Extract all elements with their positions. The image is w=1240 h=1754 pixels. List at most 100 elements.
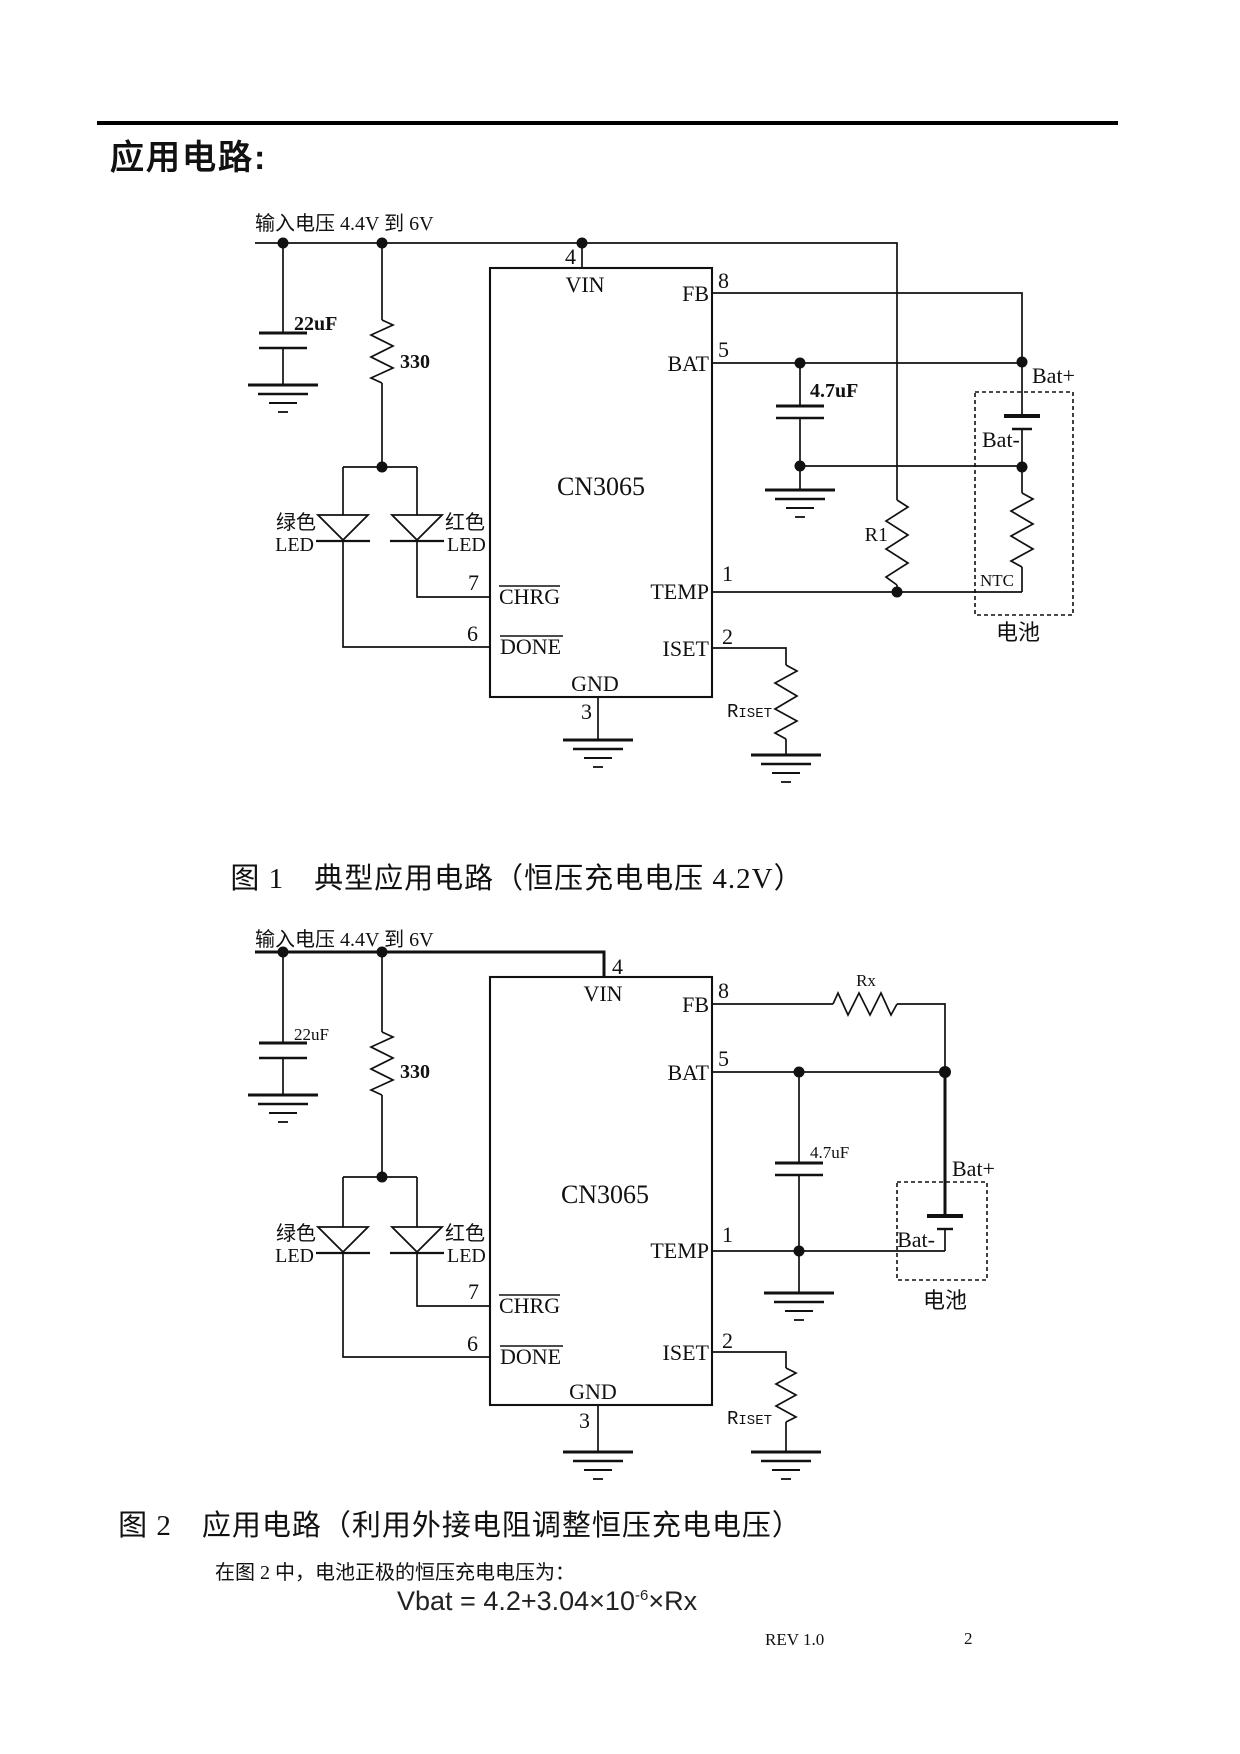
pin-number-vin: 4	[565, 244, 576, 269]
pin-label-gnd: GND	[569, 1379, 617, 1404]
capacitor-4.7uF	[776, 404, 824, 420]
pin-number-fb: 8	[718, 268, 729, 293]
fig2-junctions	[277, 946, 951, 1257]
chrg-net	[416, 1253, 490, 1307]
pin-label-temp: TEMP	[650, 1238, 709, 1263]
temp-net	[712, 1229, 946, 1252]
bat-minus-label: Bat-	[897, 1227, 935, 1252]
green-led	[315, 514, 371, 543]
figure1-caption: 图 1 典型应用电路（恒压充电电压 4.2V）	[230, 863, 804, 895]
pin-number-temp: 1	[722, 1222, 733, 1247]
green-led-label-en: LED	[275, 534, 314, 556]
capacitor-22uF	[259, 331, 307, 350]
pin-label-done: DONE	[500, 1344, 561, 1369]
resistor-ntc	[1009, 492, 1035, 568]
pin-number-gnd: 3	[579, 1408, 590, 1433]
ground-gnd-pin	[561, 738, 635, 769]
battery-pack-outline	[896, 1181, 988, 1281]
green-led-label-cn: 绿色	[276, 511, 316, 534]
value-330: 330	[400, 351, 430, 373]
resistor-r1	[884, 499, 910, 586]
pin-label-fb: FB	[682, 281, 709, 306]
done-net	[342, 541, 490, 648]
fb-net	[712, 1003, 946, 1072]
value-4.7uF: 4.7uF	[810, 380, 858, 402]
footer-page-number: 2	[964, 1629, 973, 1648]
pin-label-done: DONE	[500, 634, 561, 659]
value-riset: RISET	[727, 701, 772, 723]
ic-body	[488, 975, 714, 1407]
red-led-label-en: LED	[447, 1245, 486, 1267]
fig2-wires	[255, 950, 947, 1452]
resistor-330	[368, 1031, 396, 1096]
capacitor-4.7uF	[775, 1161, 823, 1177]
pin-label-gnd: GND	[571, 671, 619, 696]
ic-body	[488, 266, 714, 699]
battery-box-label: 电池	[923, 1288, 967, 1313]
fig2-labels: 输入电压 4.4V 到 6V CN3065 4 VIN 8 FB 5 BAT 1…	[255, 928, 995, 1433]
resistor-riset	[774, 1367, 798, 1423]
battery-cell	[1004, 414, 1040, 431]
done-net	[342, 1253, 490, 1358]
pin-number-bat: 5	[718, 337, 729, 362]
ic-name: CN3065	[557, 472, 645, 501]
figure2-schematic: 输入电压 4.4V 到 6V CN3065 4 VIN 8 FB 5 BAT 1…	[246, 928, 995, 1481]
pin-number-chrg: 7	[468, 570, 479, 595]
input-rail	[255, 242, 898, 500]
fig1-labels: 输入电压 4.4V 到 6V CN3065 4 VIN 8 FB 5 BAT 1…	[255, 212, 1075, 724]
pin-number-fb: 8	[718, 978, 729, 1003]
bat-plus-label: Bat+	[1032, 363, 1075, 388]
value-r1: R1	[865, 524, 888, 546]
ground-bat-cap	[763, 488, 837, 519]
pin-number-iset: 2	[722, 1328, 733, 1353]
input-voltage-label: 输入电压 4.4V 到 6V	[255, 212, 434, 235]
header-rule	[97, 121, 1118, 125]
ground-input-cap	[246, 383, 320, 414]
fig1-wires	[255, 242, 1023, 755]
iset-net	[712, 647, 787, 755]
battery-box-label: 电池	[996, 620, 1040, 645]
footer-revision: REV 1.0	[765, 1630, 825, 1649]
ground-temp	[762, 1291, 836, 1322]
bat-plus-label: Bat+	[952, 1156, 995, 1181]
capacitor-22uF	[259, 1041, 307, 1060]
ground-riset	[749, 753, 823, 784]
ic-name: CN3065	[561, 1180, 649, 1209]
battery-pack-outline	[974, 391, 1074, 616]
red-led-label-cn: 红色	[445, 511, 485, 534]
page-title: 应用电路:	[110, 139, 268, 177]
pin-label-vin: VIN	[583, 981, 622, 1006]
fig1-junctions	[277, 237, 1028, 598]
pin-number-temp: 1	[722, 561, 733, 586]
red-led	[389, 1226, 445, 1255]
pin-number-bat: 5	[718, 1046, 729, 1071]
figure1-schematic: 输入电压 4.4V 到 6V CN3065 4 VIN 8 FB 5 BAT 1…	[246, 212, 1075, 784]
fig2-components	[246, 975, 988, 1481]
red-led-label-cn: 红色	[445, 1222, 485, 1245]
bat-minus-label: Bat-	[982, 427, 1020, 452]
pin-label-bat: BAT	[667, 351, 709, 376]
value-22uF: 22uF	[294, 1025, 329, 1044]
pin-number-vin: 4	[612, 954, 623, 979]
battery-cell	[927, 1214, 963, 1231]
resistor-330	[368, 319, 396, 384]
chrg-net	[416, 541, 490, 598]
pin-number-gnd: 3	[581, 699, 592, 724]
pin-label-fb: FB	[682, 992, 709, 1017]
formula-lhs: Vbat = 4.2+3.04×10	[397, 1586, 635, 1616]
figure2-note: 在图 2 中，电池正极的恒压充电电压为：	[215, 1562, 575, 1584]
pin-label-iset: ISET	[663, 1340, 710, 1365]
figure2-caption: 图 2 应用电路（利用外接电阻调整恒压充电电压）	[118, 1510, 802, 1542]
pin-number-done: 6	[467, 621, 478, 646]
pin-label-iset: ISET	[663, 636, 710, 661]
led-bus	[342, 466, 418, 515]
value-riset: RISET	[727, 1408, 772, 1430]
formula-exponent: -6	[634, 1587, 649, 1604]
input-rail	[255, 950, 606, 977]
fb-net	[712, 292, 1023, 362]
green-led-label-cn: 绿色	[276, 1222, 316, 1245]
green-led	[315, 1226, 371, 1255]
resistor-riset	[773, 664, 799, 740]
fig1-components	[246, 266, 1074, 784]
